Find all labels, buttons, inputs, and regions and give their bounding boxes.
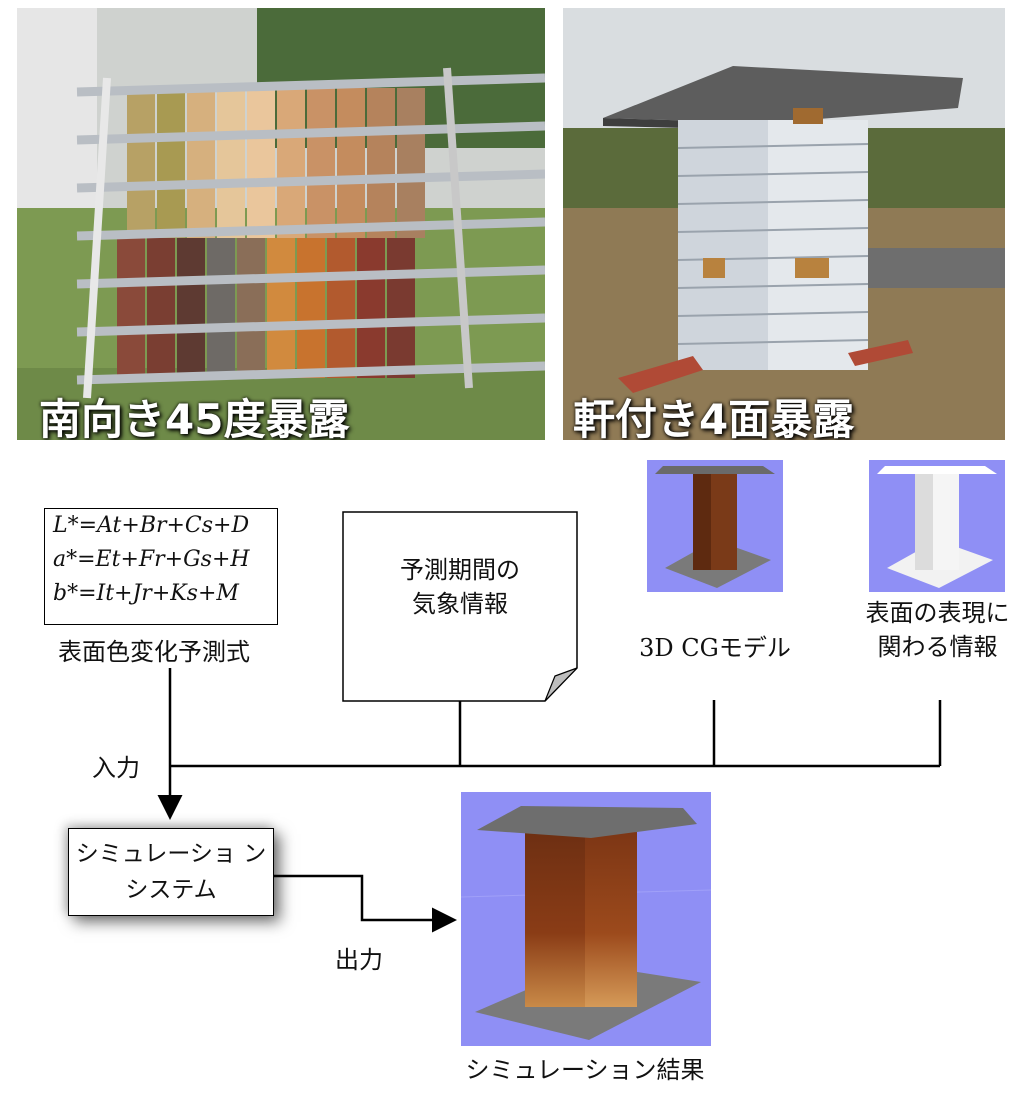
- simulation-result-label: シミュレーション結果: [465, 1056, 705, 1084]
- wood-sample-lower: [207, 238, 235, 378]
- wood-sample-upper: [397, 88, 425, 238]
- wood-sample-lower: [237, 238, 265, 378]
- wood-sample-upper: [367, 88, 395, 238]
- tower-siding-line: [677, 283, 869, 289]
- output-label: 出力: [335, 946, 383, 974]
- simulation-result-image: [461, 792, 711, 1046]
- weather-info-line1: 予測期間の: [400, 556, 520, 584]
- cg-model-thumbnail: [647, 460, 783, 592]
- surface-info-line1: 表面の表現に: [865, 599, 1010, 627]
- surface-info-label: 表面の表現に 関わる情報: [850, 596, 1025, 664]
- rack-rail: [76, 217, 545, 241]
- wood-sample-lower: [267, 238, 295, 378]
- simulation-system-line1: シミュレーショ ン: [75, 841, 267, 867]
- tower-siding-line: [677, 339, 869, 345]
- surface-info-thumbnail: [869, 460, 1005, 592]
- photo-eaves-4side-exposure: 軒付き4面暴露: [563, 8, 1005, 440]
- formula-line-b: b*=It+Jr+Ks+M: [53, 581, 239, 606]
- rack-rail: [76, 265, 545, 289]
- wood-sample-lower: [387, 238, 415, 378]
- formula-line-l: L*=At+Br+Cs+D: [53, 513, 250, 538]
- tower-siding-line: [677, 199, 869, 205]
- wood-sample-upper: [307, 88, 335, 238]
- wood-sample-upper: [337, 88, 365, 238]
- rack-rail: [76, 73, 545, 97]
- wood-sample-lower: [297, 238, 325, 378]
- eaves-4side-caption: 軒付き4面暴露: [573, 395, 855, 440]
- wood-sample-lower: [147, 238, 175, 378]
- simulation-system-box: シミュレーショ ン システム: [68, 828, 274, 916]
- photo-south-45-exposure: 南向き45度暴露: [17, 8, 545, 440]
- surface-info-line2: 関わる情報: [877, 633, 998, 661]
- rack-rail: [76, 169, 545, 193]
- wood-sample-lower: [327, 238, 355, 378]
- tower-siding-line: [677, 171, 869, 177]
- simulation-system-line2: システム: [125, 877, 217, 903]
- wood-sample-upper: [157, 88, 185, 238]
- wood-sample-lower: [177, 238, 205, 378]
- weather-info-label: 予測期間の 気象情報: [343, 553, 577, 621]
- rack-rail: [76, 121, 545, 145]
- cg-model-label: 3D CGモデル: [639, 634, 791, 662]
- wood-sample-upper: [187, 88, 215, 238]
- input-label: 入力: [92, 754, 140, 782]
- wood-sample-lower: [357, 238, 385, 378]
- wood-sample-upper: [277, 88, 305, 238]
- formula-line-a: a*=Et+Fr+Gs+H: [53, 547, 250, 572]
- tower-siding-line: [677, 311, 869, 317]
- wood-sample-lower: [117, 238, 145, 378]
- wood-sample-upper: [217, 88, 245, 238]
- wood-sample-upper: [247, 88, 275, 238]
- south-45-caption: 南向き45度暴露: [39, 395, 350, 440]
- color-change-formula-box: L*=At+Br+Cs+D a*=Et+Fr+Gs+H b*=It+Jr+Ks+…: [44, 508, 278, 625]
- tower-siding-line: [677, 227, 869, 233]
- tower-siding-line: [677, 143, 869, 149]
- formula-label: 表面色変化予測式: [58, 638, 250, 666]
- wood-sample-upper: [127, 88, 155, 238]
- weather-info-line2: 気象情報: [412, 590, 508, 618]
